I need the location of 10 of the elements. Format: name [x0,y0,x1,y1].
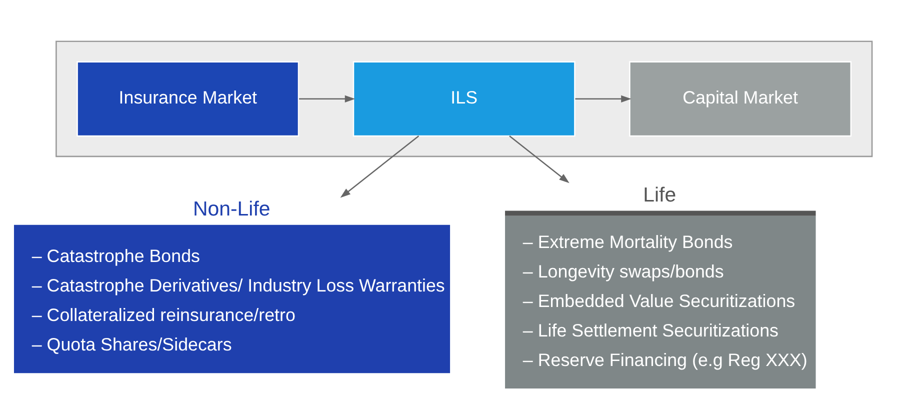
node-label: Non-Life [193,198,270,221]
arrow [575,95,632,102]
arrow [340,135,420,198]
node-box: ILS [352,61,576,137]
node-box: Capital Market [629,61,852,137]
arrow [509,135,570,184]
node-label: Life [643,184,676,207]
arrow [299,95,356,102]
cluster [56,40,873,158]
node-box: Insurance Market [76,61,300,137]
